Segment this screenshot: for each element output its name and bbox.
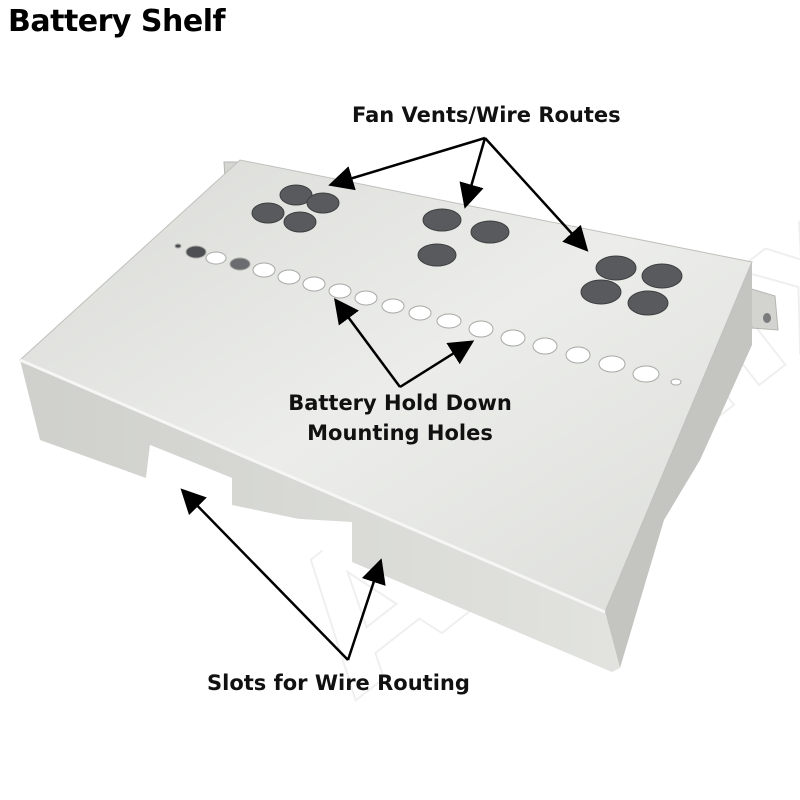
arrow-slot-left bbox=[180, 488, 349, 661]
callout-hold-down-line2: Mounting Holes bbox=[307, 421, 493, 445]
wire-slot-1 bbox=[146, 445, 232, 515]
callout-hold-down-line1: Battery Hold Down bbox=[288, 391, 512, 415]
shelf-side-wall bbox=[605, 262, 752, 668]
wire-slot-2 bbox=[232, 505, 352, 562]
callout-arrows bbox=[180, 136, 589, 661]
callout-wire-slots: Slots for Wire Routing bbox=[207, 671, 470, 695]
hold-down-holes-row bbox=[174, 243, 682, 386]
callout-fan-vents: Fan Vents/Wire Routes bbox=[352, 103, 621, 127]
arrow-fan-center bbox=[459, 137, 487, 209]
arrow-fan-left bbox=[328, 136, 486, 191]
callout-hold-down-holes: Battery Hold Down Mounting Holes bbox=[284, 388, 516, 448]
arrow-slot-right bbox=[346, 558, 386, 661]
fan-vent-group-center bbox=[417, 208, 510, 267]
shelf-front-wall bbox=[20, 360, 620, 672]
arrow-fan-right bbox=[484, 137, 589, 252]
fan-vent-group-left bbox=[251, 184, 340, 233]
arrow-hold-left bbox=[334, 297, 402, 388]
fan-vent-group-right bbox=[580, 255, 683, 316]
page-title: Battery Shelf bbox=[8, 4, 226, 39]
side-slot bbox=[700, 440, 720, 520]
arrow-hold-right bbox=[399, 340, 475, 389]
shelf-front-edge bbox=[19, 358, 606, 614]
mounting-tab-hole bbox=[763, 313, 771, 323]
